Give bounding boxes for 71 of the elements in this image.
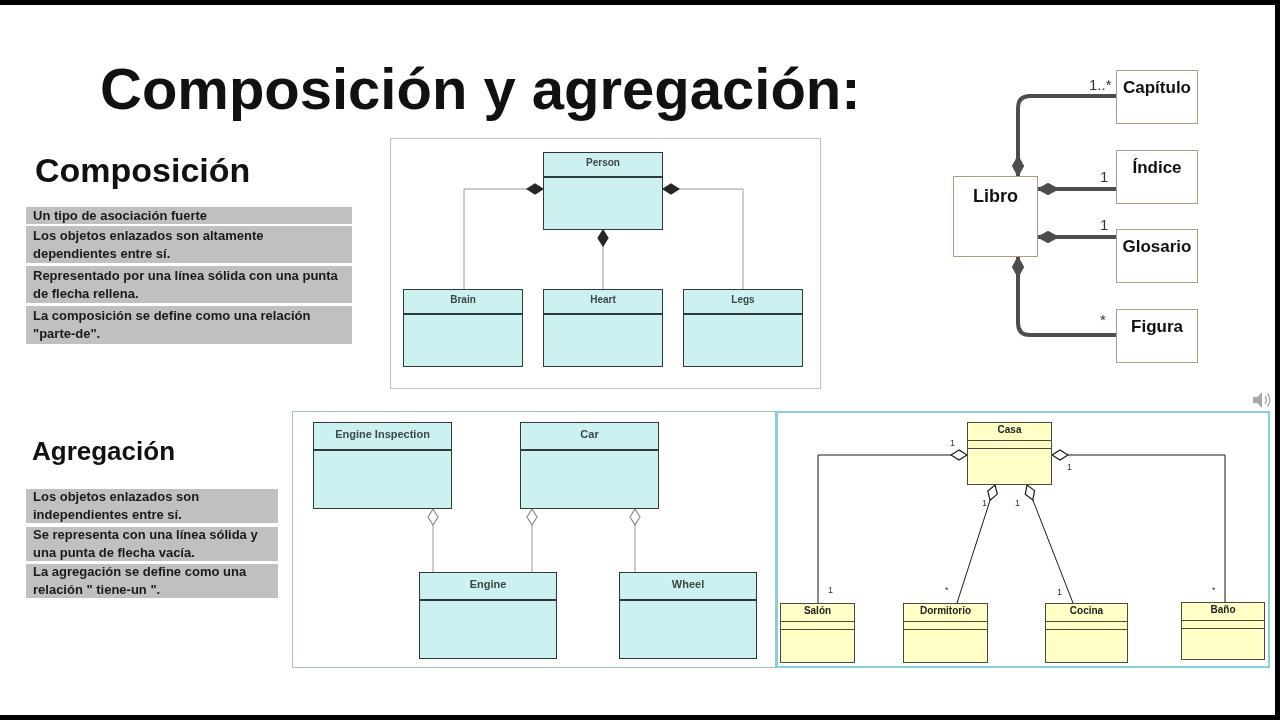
connector	[817, 449, 968, 604]
class-name: Cocina	[1069, 605, 1104, 618]
table-cell: Representado por una línea sólida con una punta de flecha rellena.	[26, 266, 352, 303]
class-name: Engine	[469, 578, 507, 592]
class-name: Car	[580, 428, 599, 442]
multiplicity-label: 1	[1057, 588, 1062, 597]
multiplicity-label: *	[1212, 586, 1216, 595]
multiplicity-label: *	[1100, 312, 1106, 327]
class-box	[1045, 603, 1128, 663]
connector	[1024, 484, 1074, 604]
connector	[662, 183, 744, 290]
multiplicity-label: 1	[1067, 463, 1072, 472]
connector	[1037, 182, 1116, 196]
class-name: Wheel	[671, 578, 705, 592]
multiplicity-label: 1	[950, 439, 955, 448]
section-heading: Composición	[35, 153, 251, 187]
connector	[1037, 230, 1116, 244]
connector	[427, 508, 439, 573]
connector	[1011, 256, 1116, 337]
class-box	[903, 603, 988, 663]
connector	[526, 508, 538, 573]
class-box	[1181, 602, 1265, 660]
class-name: Engine Inspection	[335, 428, 430, 442]
class-box	[419, 572, 557, 659]
connector	[1051, 449, 1226, 603]
class-box	[619, 572, 757, 659]
class-box	[1116, 309, 1198, 363]
class-name: Person	[586, 157, 620, 170]
class-box	[313, 422, 452, 509]
class-name: Brain	[450, 294, 476, 307]
table-cell: Los objetos enlazados son independientes entre sí.	[26, 489, 278, 523]
class-name: Figura	[1131, 316, 1183, 337]
class-name: Dormitorio	[919, 605, 972, 618]
multiplicity-label: 1	[1100, 169, 1109, 184]
connector	[597, 229, 609, 290]
table-cell: Los objetos enlazados son altamente dependientes entre sí.	[26, 226, 352, 263]
multiplicity-label: 1	[982, 499, 987, 508]
class-name: Índice	[1132, 157, 1182, 178]
multiplicity-label: 1	[1100, 217, 1109, 232]
class-name: Legs	[731, 294, 755, 307]
class-box	[520, 422, 659, 509]
connector	[956, 484, 998, 604]
class-name: Casa	[997, 424, 1022, 437]
multiplicity-label: 1	[828, 586, 833, 595]
class-name: Baño	[1210, 604, 1236, 617]
class-box	[1116, 70, 1198, 124]
multiplicity-label: 1..*	[1089, 77, 1112, 92]
class-box	[1116, 229, 1198, 283]
class-box	[683, 289, 803, 367]
class-box	[1116, 150, 1198, 204]
class-name: Glosario	[1122, 236, 1192, 257]
connector	[463, 183, 544, 290]
multiplicity-label: *	[945, 586, 949, 595]
connector	[1011, 94, 1116, 177]
class-box	[780, 603, 855, 663]
table-cell: Se representa con una línea sólida y una punta de flecha vacía.	[26, 527, 278, 561]
class-name: Heart	[590, 294, 616, 307]
class-name: Capítulo	[1123, 77, 1191, 98]
class-box	[543, 152, 663, 230]
class-box	[543, 289, 663, 367]
class-name: Salón	[803, 605, 832, 618]
class-box	[403, 289, 523, 367]
class-box	[953, 176, 1038, 257]
table-cell: La composición se define como una relación "parte-de".	[26, 306, 352, 344]
class-name: Libro	[973, 184, 1018, 207]
table-cell: Un tipo de asociación fuerte	[26, 207, 352, 224]
table-cell: La agregación se define como una relación " tiene-un ".	[26, 564, 278, 598]
class-box	[967, 422, 1052, 485]
connector	[629, 508, 641, 573]
multiplicity-label: 1	[1015, 499, 1020, 508]
section-heading: Agregación	[32, 438, 176, 464]
